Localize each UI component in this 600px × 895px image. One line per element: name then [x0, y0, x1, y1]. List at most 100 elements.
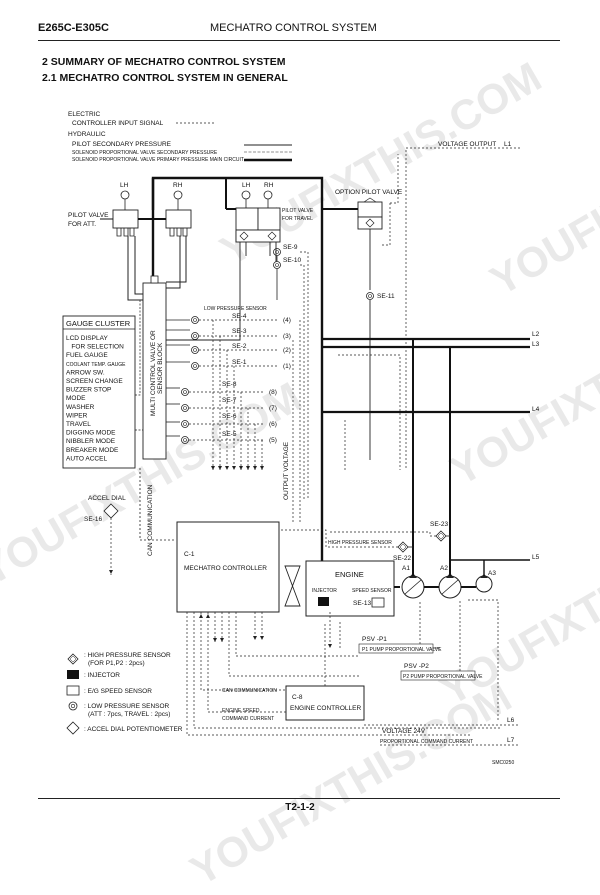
low-pressure-sensor-se2: [191, 346, 199, 354]
label-engine-speed: ENGINE SPEED: [222, 708, 260, 714]
label-l6: L6: [507, 717, 515, 724]
legend-pilot-secondary: PILOT SECONDARY PRESSURE: [72, 141, 172, 148]
legend-electric: ELECTRIC: [68, 111, 100, 118]
high-pressure-sensor-se23: [435, 530, 447, 542]
label-se4: SE-4: [232, 313, 247, 320]
legend-high-pressure-count: (FOR P1,P2 : 2pcs): [88, 660, 145, 667]
label-smc-code: SMC0250: [492, 760, 514, 766]
label-se10: SE-10: [283, 257, 301, 264]
option-pilot-valve: [357, 201, 383, 218]
label-c8: C-8: [292, 694, 303, 701]
gauge-cluster-item: MODE: [66, 395, 86, 402]
section-heading-2: 2 SUMMARY OF MECHATRO CONTROL SYSTEM: [42, 56, 286, 68]
low-pressure-sensor-se4: [191, 316, 199, 324]
low-pressure-sensor-se7: [181, 404, 189, 412]
label-n7: (7): [269, 405, 277, 412]
travel-pedal-knob-rh: [263, 190, 273, 200]
label-can-communication: CAN COMMUNICATION: [147, 484, 154, 556]
label-se3: SE-3: [232, 328, 247, 335]
label-high-pressure-sensor: HIGH PRESSURE SENSOR: [328, 540, 392, 546]
gauge-cluster-item: COOLANT TEMP. GAUGE: [66, 362, 126, 368]
pilot-valve-att-lh: [112, 209, 139, 229]
gauge-cluster-item: WASHER: [66, 404, 95, 411]
psv-p2-box: [400, 670, 476, 681]
legend-hydraulic: HYDRAULIC: [68, 131, 106, 138]
label-mcv: MULTI CONTROL VALVE OR: [150, 330, 157, 416]
legend-eg-speed: : E/G SPEED SENSOR: [84, 688, 152, 695]
label-rh-att: RH: [173, 182, 183, 189]
gauge-cluster-item: AUTO ACCEL: [66, 455, 107, 462]
label-l1: L1: [504, 141, 512, 148]
legend-low-pressure: : LOW PRESSURE SENSOR: [84, 703, 170, 710]
main-pressure-line: [151, 176, 324, 580]
label-speed-sensor: SPEED SENSOR: [352, 588, 392, 594]
label-a2: A2: [440, 565, 448, 572]
pilot-valve-att-rh: [165, 209, 192, 229]
gauge-cluster-item: BREAKER MODE: [66, 447, 119, 454]
label-lh-att: LH: [120, 182, 129, 189]
label-se23: SE-23: [430, 521, 448, 528]
gauge-cluster-item: BUZZER STOP: [66, 387, 111, 394]
label-voltage-output: VOLTAGE OUTPUT: [438, 141, 496, 148]
legend-controller-input: CONTROLLER INPUT SIGNAL: [72, 120, 164, 127]
gauge-cluster-item: LCD DISPLAY: [66, 335, 108, 342]
label-se5: SE-5: [222, 431, 237, 438]
gauge-cluster-item: SCREEN CHANGE: [66, 378, 123, 385]
legend-speed-sensor-icon: [66, 685, 80, 696]
label-psv-p2: PSV -P2: [404, 663, 429, 670]
label-l4: L4: [532, 406, 540, 413]
header-model: E265C-E305C: [38, 22, 109, 34]
header-rule: [38, 40, 560, 41]
label-low-pressure-sensor: LOW PRESSURE SENSOR: [204, 306, 267, 312]
label-mechatro-controller: MECHATRO CONTROLLER: [184, 565, 267, 572]
pump-a3: [475, 575, 493, 593]
label-pilot-valve-travel: PILOT VALVE: [282, 208, 314, 214]
legend-accel-dial: : ACCEL DIAL POTENTIOMETER: [84, 726, 183, 733]
legend-low-pressure-count: (ATT : 7pcs, TRAVEL : 2pcs): [88, 711, 170, 718]
mechatro-control-diagram: ELECTRIC CONTROLLER INPUT SIGNAL HYDRAUL…: [62, 111, 540, 766]
gauge-cluster-item: DIGGING MODE: [66, 430, 116, 437]
label-a1: A1: [402, 565, 410, 572]
label-for-att: FOR ATT.: [68, 221, 96, 228]
label-accel-dial: ACCEL DIAL: [88, 495, 126, 502]
label-se1: SE-1: [232, 359, 247, 366]
engine-controller-box: [285, 685, 365, 721]
fan-symbol: [284, 565, 301, 607]
label-se11: SE-11: [377, 293, 395, 300]
label-n6: (6): [269, 421, 277, 428]
label-se22: SE-22: [393, 555, 411, 562]
label-se6: SE-6: [222, 413, 237, 420]
label-se13: SE-13: [353, 600, 371, 607]
label-n4: (4): [283, 317, 291, 324]
sensor-group-upper: [166, 316, 278, 370]
gauge-cluster-item: WIPER: [66, 412, 88, 419]
label-injector: INJECTOR: [312, 588, 337, 594]
low-pressure-sensor-se1: [191, 362, 199, 370]
low-pressure-sensor-se10: [273, 261, 281, 269]
header-title: MECHATRO CONTROL SYSTEM: [210, 22, 377, 34]
label-can-communication-2: CAN COMMUNICATION: [222, 688, 277, 694]
label-n3: (3): [283, 333, 291, 340]
legend-injector: : INJECTOR: [84, 672, 120, 679]
label-voltage-24v: VOLTAGE 24V: [382, 728, 426, 735]
controller-output-lines: [186, 612, 500, 736]
legend-high-pressure-icon: [67, 653, 79, 665]
mechatro-controller-box: [176, 521, 280, 613]
label-c1: C-1: [184, 551, 195, 558]
label-output-voltage: OUTPUT VOLTAGE: [283, 441, 290, 500]
label-engine-controller: ENGINE CONTROLLER: [290, 705, 361, 712]
label-rh-travel: RH: [264, 182, 274, 189]
psv-p1-box: [358, 643, 434, 654]
label-n8: (8): [269, 389, 277, 396]
footer-rule: [38, 798, 560, 799]
gauge-cluster-item: FOR SELECTION: [66, 344, 124, 351]
label-l5: L5: [532, 554, 540, 561]
label-se2: SE-2: [232, 343, 247, 350]
low-pressure-sensor-se9: [273, 248, 281, 256]
label-for-travel: FOR TRAVEL: [282, 216, 313, 222]
low-pressure-sensor-se11: [366, 292, 374, 300]
label-p2-pump-valve: P2 PUMP PROPORTIONAL VALVE: [403, 674, 483, 680]
gauge-cluster-item: TRAVEL: [66, 421, 91, 428]
label-se9: SE-9: [283, 244, 298, 251]
speed-sensor-symbol: [371, 597, 385, 608]
